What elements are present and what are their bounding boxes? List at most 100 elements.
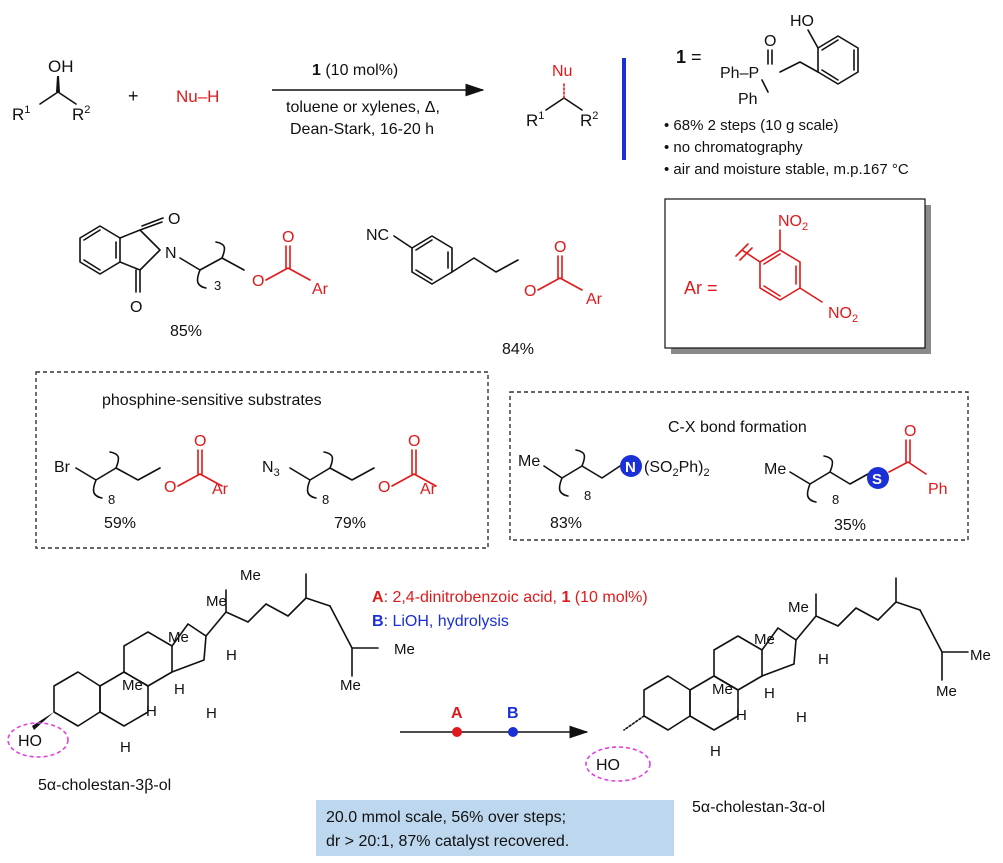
- svg-text:O: O: [554, 239, 566, 256]
- svg-text:O: O: [168, 211, 180, 228]
- plus-sign: +: [128, 86, 139, 106]
- ar-definition-box: Ar = NO2 NO2: [664, 198, 931, 354]
- phosphine-box-title: phosphine-sensitive substrates: [102, 392, 322, 409]
- svg-text:(SO2Ph)2: (SO2Ph)2: [644, 459, 710, 479]
- svg-text:Me: Me: [936, 683, 957, 700]
- svg-text:O: O: [408, 433, 420, 450]
- svg-text:R2: R2: [72, 104, 90, 124]
- svg-text:B: LiOH, hydrolysis: B: LiOH, hydrolysis: [372, 613, 509, 630]
- reactant-oh-label: OH: [48, 57, 74, 76]
- svg-text:H: H: [174, 681, 185, 698]
- svg-text:H: H: [120, 739, 131, 756]
- yield-59: 59%: [104, 515, 136, 532]
- svg-text:R1: R1: [526, 110, 544, 130]
- yield-84: 84%: [502, 341, 534, 358]
- svg-text:8: 8: [584, 488, 591, 503]
- catalyst-bullet-3: • air and moisture stable, m.p.167 °C: [664, 161, 909, 178]
- svg-text:H: H: [796, 709, 807, 726]
- right-ho: HO: [596, 757, 620, 774]
- reaction-arrow: 1 (10 mol%) toluene or xylenes, Δ, Dean-…: [272, 62, 485, 138]
- svg-text:O: O: [194, 433, 206, 450]
- yield-35: 35%: [834, 517, 866, 534]
- catalyst-ho: HO: [790, 13, 814, 30]
- product-phthalimide: O O N 3 O O Ar 85%: [79, 211, 329, 340]
- product-general: Nu R1 R2: [526, 63, 598, 130]
- svg-text:H: H: [736, 707, 747, 724]
- svg-text:O: O: [164, 479, 176, 496]
- reactant-alcohol: OH R1 R2: [12, 57, 90, 124]
- catalyst-o: O: [764, 33, 776, 50]
- svg-text:NC: NC: [366, 227, 389, 244]
- svg-text:Me: Me: [712, 681, 733, 698]
- svg-text:A: 2,4-dinitrobenzoic acid, 1: A: 2,4-dinitrobenzoic acid, 1 (10 mol%): [372, 589, 648, 606]
- svg-text:N3: N3: [262, 459, 280, 479]
- summary-line2: dr > 20:1, 87% catalyst recovered.: [326, 833, 569, 850]
- yield-83: 83%: [550, 515, 582, 532]
- svg-text:A: A: [451, 705, 463, 722]
- svg-text:H: H: [206, 705, 217, 722]
- svg-text:1 (10 mol%): 1 (10 mol%): [312, 62, 398, 79]
- svg-text:Me: Me: [764, 461, 786, 478]
- catalyst-ph: Ph: [738, 91, 758, 108]
- svg-text:S: S: [872, 471, 882, 488]
- svg-text:Ar: Ar: [420, 481, 437, 498]
- svg-text:Me: Me: [518, 453, 540, 470]
- phosphine-sensitive-box: phosphine-sensitive substrates Br 8 O O …: [35, 371, 489, 549]
- svg-text:N: N: [625, 459, 636, 476]
- summary-line1: 20.0 mmol scale, 56% over steps;: [326, 809, 566, 826]
- svg-text:Ar =: Ar =: [684, 278, 718, 298]
- svg-text:3: 3: [214, 278, 221, 293]
- svg-text:Me: Me: [340, 677, 361, 694]
- svg-text:B: B: [507, 705, 519, 722]
- svg-text:Ar: Ar: [312, 281, 329, 298]
- catalyst-ph-p: Ph–P: [720, 65, 759, 82]
- nucleophile-label: Nu–H: [176, 87, 219, 106]
- svg-text:H: H: [710, 743, 721, 760]
- svg-text:Me: Me: [970, 647, 991, 664]
- svg-text:Me: Me: [206, 593, 227, 610]
- svg-text:Me: Me: [788, 599, 809, 616]
- svg-text:Me: Me: [122, 677, 143, 694]
- svg-text:H: H: [818, 651, 829, 668]
- svg-text:O: O: [282, 229, 294, 246]
- left-ho: HO: [18, 733, 42, 750]
- steroid-conditions: A: 2,4-dinitrobenzoic acid, 1 (10 mol%) …: [372, 589, 648, 739]
- svg-text:H: H: [146, 703, 157, 720]
- svg-text:H: H: [226, 647, 237, 664]
- svg-text:Ph: Ph: [928, 481, 948, 498]
- svg-text:Ar: Ar: [212, 481, 229, 498]
- svg-text:O: O: [524, 283, 536, 300]
- yield-79: 79%: [334, 515, 366, 532]
- svg-text:8: 8: [832, 492, 839, 507]
- svg-text:Me: Me: [394, 641, 415, 658]
- svg-text:Me: Me: [240, 567, 261, 584]
- svg-text:8: 8: [108, 492, 115, 507]
- conditions-line1: toluene or xylenes, Δ,: [286, 99, 440, 116]
- cx-box-title: C-X bond formation: [668, 419, 807, 436]
- svg-text:O: O: [904, 423, 916, 440]
- steroid-left: Me Me Me Me Me Me H H H H H HO 5α-choles…: [7, 567, 415, 794]
- svg-text:O: O: [252, 273, 264, 290]
- catalyst-structure: 1 = Ph–P Ph O HO • 68% 2 steps (10 g sca…: [664, 13, 909, 178]
- svg-text:H: H: [764, 685, 775, 702]
- svg-text:NO2: NO2: [828, 305, 858, 325]
- right-name: 5α-cholestan-3α-ol: [692, 799, 825, 816]
- svg-text:8: 8: [322, 492, 329, 507]
- svg-text:Ar: Ar: [586, 291, 603, 308]
- svg-text:1 =: 1 =: [676, 47, 702, 67]
- svg-text:N: N: [165, 245, 177, 262]
- left-name: 5α-cholestan-3β-ol: [38, 777, 171, 794]
- svg-text:O: O: [130, 299, 142, 316]
- catalyst-bullet-2: • no chromatography: [664, 139, 803, 156]
- svg-text:Me: Me: [168, 629, 189, 646]
- cx-bond-box: C-X bond formation Me 8 N (SO2Ph)2 83% M…: [509, 391, 969, 541]
- conditions-line2: Dean-Stark, 16-20 h: [290, 121, 434, 138]
- product-nu-label: Nu: [552, 63, 572, 80]
- yield-85: 85%: [170, 323, 202, 340]
- product-nitrile: NC O O Ar 84%: [366, 227, 603, 358]
- svg-text:Me: Me: [754, 631, 775, 648]
- svg-text:NO2: NO2: [778, 213, 808, 233]
- summary-box: 20.0 mmol scale, 56% over steps; dr > 20…: [316, 800, 674, 856]
- svg-text:R2: R2: [580, 110, 598, 130]
